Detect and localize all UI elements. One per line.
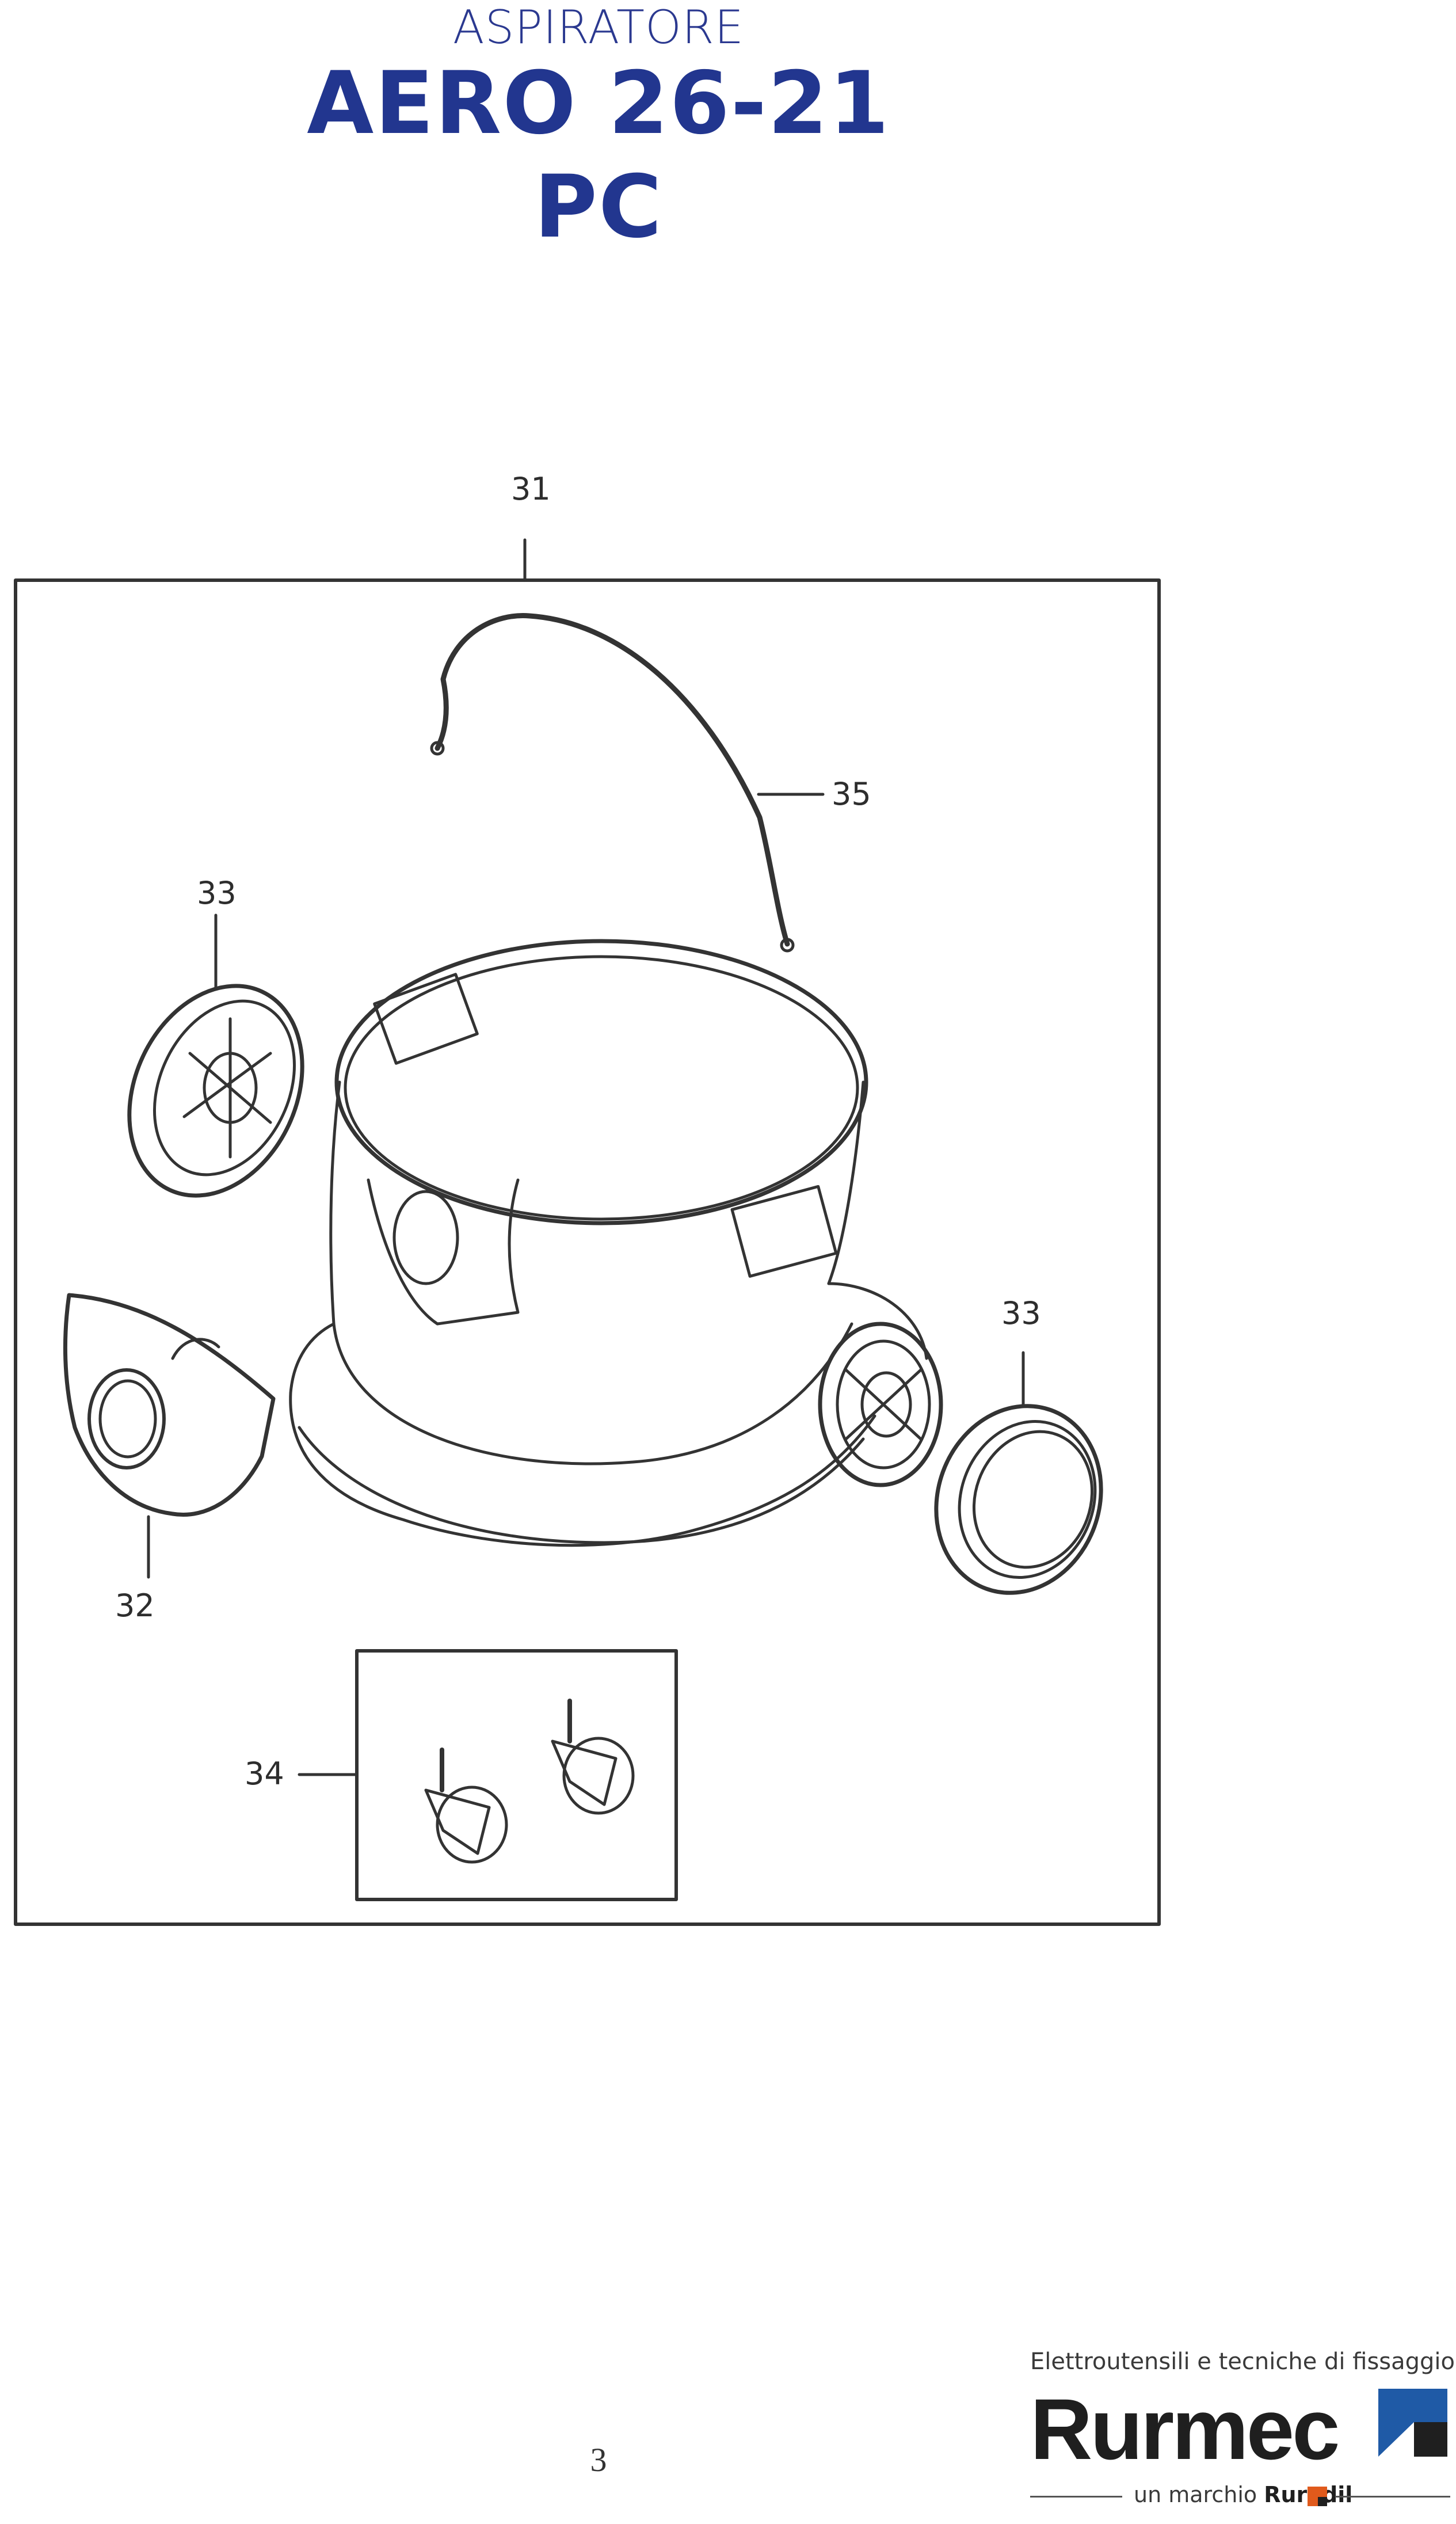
sub-brand: un marchio Ruredil: [1030, 2482, 1456, 2511]
callout-33-right: 33: [1001, 1295, 1041, 1331]
wheel-cover-right: [934, 1404, 1103, 1595]
callout-35: 35: [832, 776, 871, 812]
wheel-right: [818, 1322, 943, 1487]
page-number: 3: [590, 2441, 607, 2479]
diagram-frame: [14, 578, 1161, 1926]
casters-box: [355, 1649, 678, 1901]
tank-part: [289, 939, 928, 1547]
callout-31: 31: [511, 471, 551, 507]
page-title: AERO 26-21 PC: [307, 54, 890, 257]
callout-34: 34: [245, 1756, 284, 1792]
inlet-plate-part: [63, 1293, 276, 1517]
callout-32: 32: [115, 1588, 155, 1624]
callout-33-left: 33: [197, 875, 237, 911]
brand-logo-text: Rurmec: [1030, 2381, 1340, 2477]
product-type: ASPIRATORE: [452, 1, 745, 54]
wheel-cover-left: [127, 984, 304, 1198]
caster-right: [551, 1699, 635, 1815]
ruredil-mark-icon: [1308, 2487, 1327, 2506]
brand-logo-mark-icon: [1378, 2389, 1447, 2457]
handle-part: [430, 613, 795, 953]
sub-brand-prefix: un marchio: [1134, 2482, 1264, 2507]
brand-tagline: Elettroutensili e tecniche di fissaggio: [1030, 2348, 1455, 2375]
caster-left: [424, 1748, 508, 1864]
